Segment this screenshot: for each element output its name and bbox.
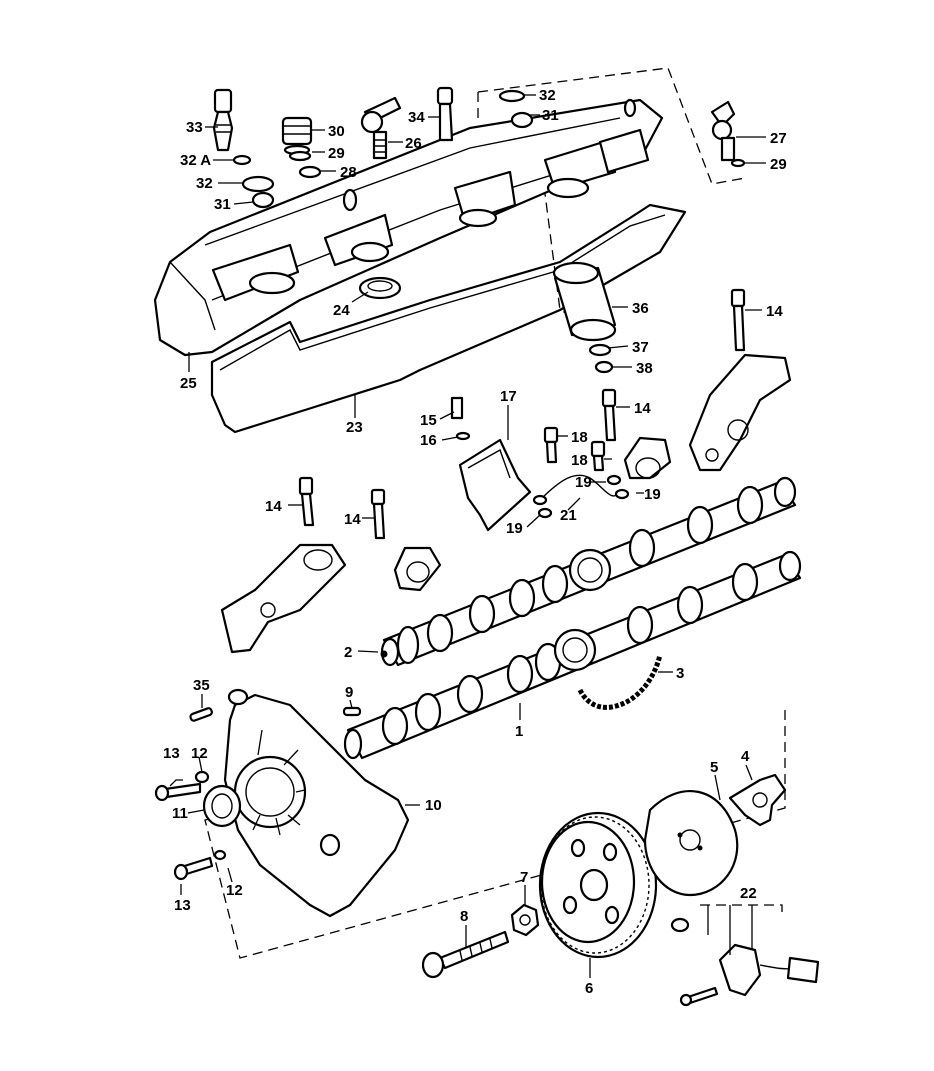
- bolt-14-center-left: [370, 488, 386, 540]
- callout-35: 35: [193, 677, 210, 694]
- callout-21: 21: [560, 507, 577, 524]
- callout-10: 10: [425, 797, 442, 814]
- callout-33: 33: [186, 119, 203, 136]
- leader-lines: [169, 94, 766, 978]
- callout-1: 1: [515, 723, 523, 740]
- callout-14-mid: 14: [634, 400, 651, 417]
- callout-19-left: 19: [506, 520, 523, 537]
- sprocket-6: [538, 811, 658, 959]
- seal-ring-24: [358, 276, 402, 300]
- callout-12-top: 12: [191, 745, 208, 762]
- callout-29-right: 29: [770, 156, 787, 173]
- callout-13-top: 13: [163, 745, 180, 762]
- callout-29-left: 29: [328, 145, 345, 162]
- callout-16: 16: [420, 432, 437, 449]
- pin-35: [189, 707, 213, 722]
- banjo-fitting-26: [360, 96, 402, 160]
- callout-28: 28: [340, 164, 357, 181]
- callout-14-left: 14: [265, 498, 282, 515]
- callout-4: 4: [741, 748, 750, 765]
- timing-cover-10: [223, 688, 410, 918]
- bearing-bridge-left: [220, 543, 347, 654]
- bolt-14-right-top: [730, 288, 746, 352]
- callout-27: 27: [770, 130, 787, 147]
- callout-7: 7: [520, 869, 528, 886]
- callout-labels: 33 32 A 32 31 30 29 28 26 34 32 31 27 29…: [163, 87, 787, 997]
- callout-32-right: 32: [539, 87, 556, 104]
- callout-26: 26: [405, 135, 422, 152]
- callout-37: 37: [632, 339, 649, 356]
- callout-18-bottom: 18: [571, 452, 588, 469]
- valve-cover: [153, 98, 664, 357]
- callout-12-bottom: 12: [226, 882, 243, 899]
- camshaft-upper: [380, 476, 797, 667]
- callout-23: 23: [346, 419, 363, 436]
- bolts-13: [154, 782, 214, 881]
- callout-11: 11: [172, 805, 188, 822]
- callout-19-far-right: 19: [644, 486, 661, 503]
- callout-32A: 32 A: [180, 152, 211, 169]
- valve-cover-gasket: [210, 203, 687, 434]
- callout-24: 24: [333, 302, 350, 319]
- bolts-18: [543, 426, 606, 472]
- seal-11: [202, 784, 242, 828]
- callout-2: 2: [344, 644, 352, 661]
- callout-30: 30: [328, 123, 345, 140]
- washers-12: [194, 770, 227, 861]
- bearing-cap-center-left: [393, 546, 442, 592]
- callout-5: 5: [710, 759, 718, 776]
- camshaft-lower: [343, 550, 802, 760]
- callout-14-center-left: 14: [344, 511, 361, 528]
- callout-31-right: 31: [542, 107, 559, 124]
- hub-4: [728, 773, 787, 827]
- callout-14-top-right: 14: [766, 303, 783, 320]
- bolt-14-mid: [601, 388, 617, 442]
- callout-19-right: 19: [575, 474, 592, 491]
- bolt-33: [212, 88, 234, 152]
- bolt-14-left: [298, 476, 315, 527]
- callout-6: 6: [585, 980, 593, 997]
- callout-25: 25: [180, 375, 197, 392]
- bolt-8: [421, 930, 510, 979]
- nut-7: [510, 903, 540, 937]
- callout-8: 8: [460, 908, 468, 925]
- callout-9: 9: [345, 684, 353, 701]
- sealing-parts-31-32: [232, 89, 534, 209]
- bearing-bridge-right: [688, 353, 792, 472]
- sensor-22: [670, 917, 820, 1007]
- callout-18-top: 18: [571, 429, 588, 446]
- callout-3: 3: [676, 665, 684, 682]
- callout-38: 38: [636, 360, 653, 377]
- bracket-17: [450, 396, 532, 532]
- callout-17: 17: [500, 388, 517, 405]
- bolt-34: [436, 86, 454, 142]
- callout-36: 36: [632, 300, 649, 317]
- disc-5: [643, 789, 739, 897]
- callout-22: 22: [740, 885, 757, 902]
- oil-filter-36: [552, 261, 617, 374]
- oil-line-21: [532, 474, 630, 519]
- callout-34: 34: [408, 109, 425, 126]
- oil-fitting-30: [281, 116, 313, 156]
- callout-15: 15: [420, 412, 437, 429]
- callout-31-left: 31: [214, 196, 231, 213]
- banjo-fitting-27: [710, 100, 746, 168]
- callout-13-bottom: 13: [174, 897, 191, 914]
- key-9: [342, 706, 362, 717]
- callout-32-left: 32: [196, 175, 213, 192]
- bearing-cap-mid-right: [623, 436, 672, 480]
